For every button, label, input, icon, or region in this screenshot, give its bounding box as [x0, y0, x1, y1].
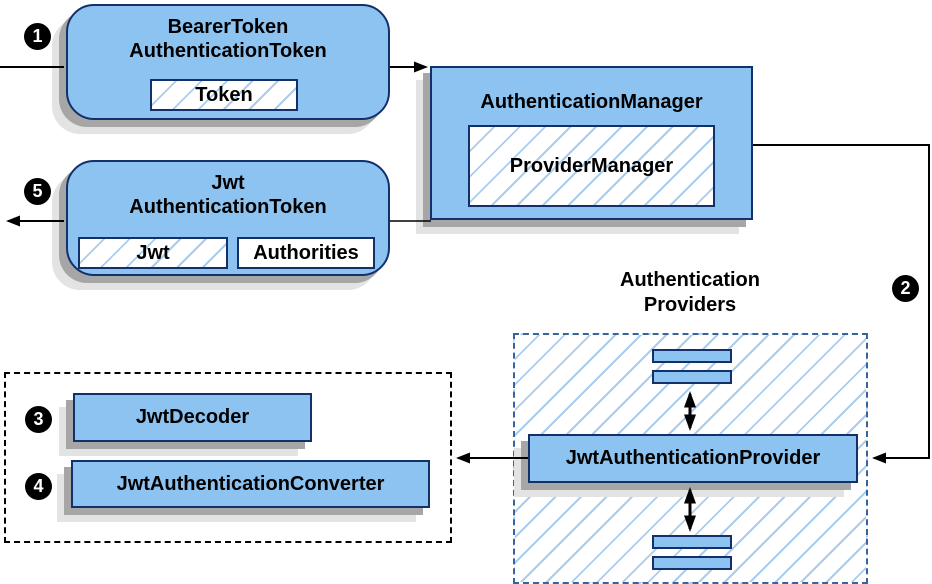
jwt-inner-box: Jwt: [78, 237, 228, 269]
authentication-manager-title: AuthenticationManager: [480, 91, 703, 113]
bearer-token-title-line1: BearerToken: [167, 16, 289, 38]
provider-manager-inner-box: ProviderManager: [468, 125, 715, 207]
authentication-providers-label: Authentication Providers: [560, 268, 820, 318]
provider-stack-bar: [652, 535, 732, 549]
jwt-converter-group: [4, 372, 452, 543]
step-2-badge: 2: [892, 275, 919, 302]
step-5-badge: 5: [24, 178, 51, 205]
jwt-authentication-provider-node: JwtAuthenticationProvider: [528, 434, 858, 483]
step-4-badge: 4: [25, 473, 52, 500]
token-inner-box: Token: [150, 79, 298, 111]
provider-stack-bar: [652, 556, 732, 570]
jwt-decoder-node: JwtDecoder: [73, 393, 312, 442]
jwt-token-title-line2: AuthenticationToken: [129, 196, 327, 218]
provider-stack-bar: [652, 349, 732, 363]
step-3-badge: 3: [25, 406, 52, 433]
authentication-providers-label-line1: Authentication: [620, 269, 760, 291]
provider-stack-bar: [652, 370, 732, 384]
authorities-inner-box: Authorities: [237, 237, 375, 269]
authentication-providers-label-line2: Providers: [643, 294, 737, 316]
step-1-badge: 1: [24, 23, 51, 50]
jwt-token-title-line1: Jwt: [211, 172, 245, 194]
bearer-token-title-line2: AuthenticationToken: [129, 40, 327, 62]
jwt-authentication-converter-node: JwtAuthenticationConverter: [71, 460, 430, 508]
